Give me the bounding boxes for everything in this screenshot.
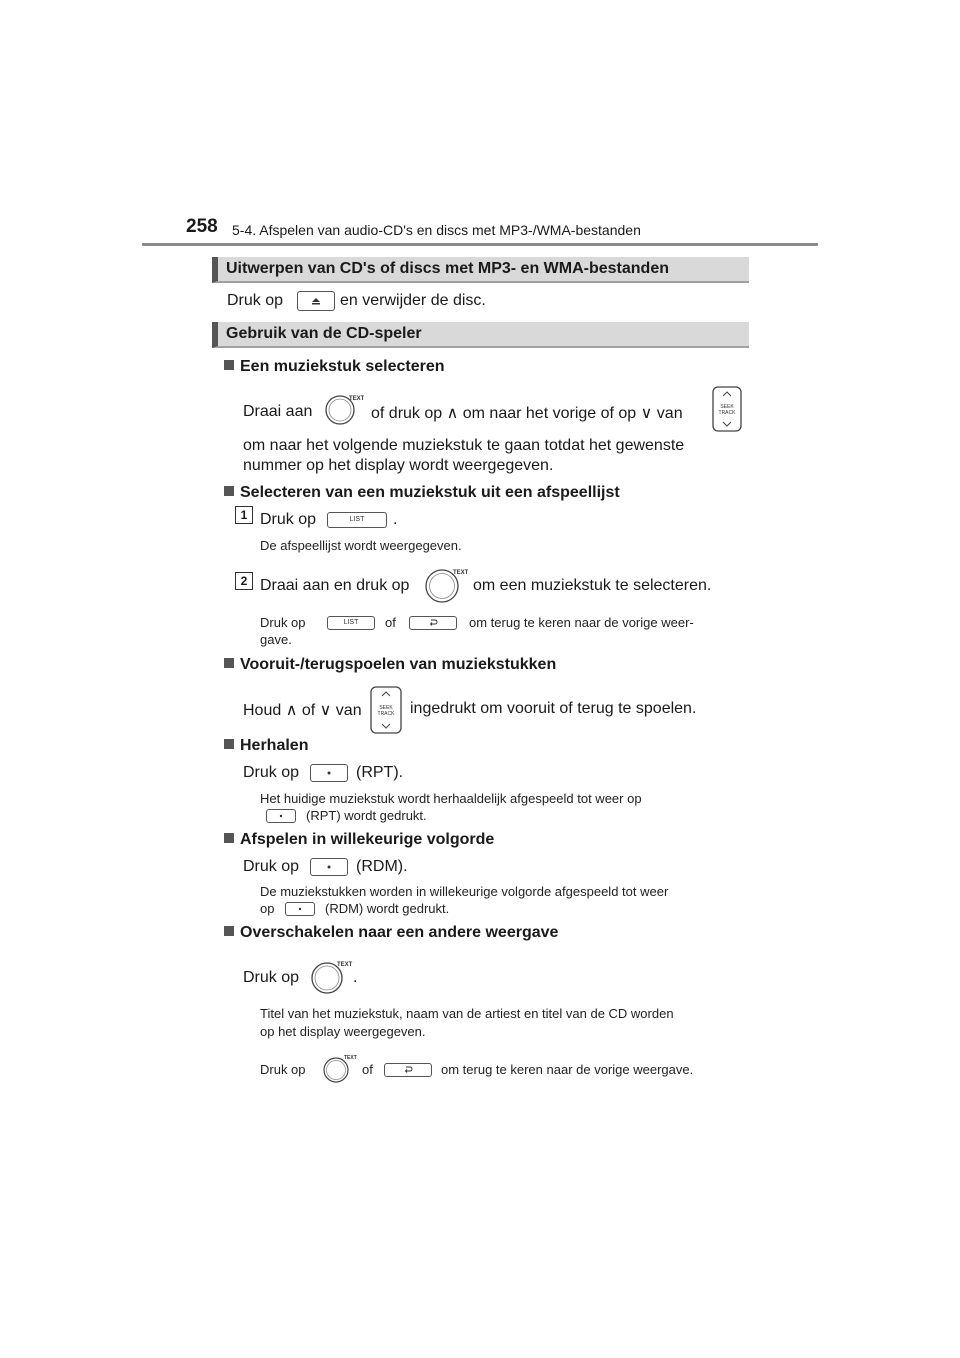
display-note3-c: om terug te keren naar de vorige weergav… bbox=[441, 1062, 694, 1077]
display-line-a: Druk op bbox=[243, 969, 300, 986]
seek-line-a: Houd ∧ of ∨ van bbox=[243, 702, 362, 719]
svg-text:TRACK: TRACK bbox=[719, 410, 737, 416]
heading-select-track-label: Een muziekstuk selecteren bbox=[240, 358, 445, 375]
heading-display: Overschakelen naar een andere weergave bbox=[224, 924, 558, 942]
svg-text:TEXT: TEXT bbox=[337, 962, 353, 968]
tune-knob-icon: TEXT bbox=[425, 569, 469, 603]
heading-random-label: Afspelen in willekeurige volgorde bbox=[240, 831, 495, 848]
playlist-step2-a: Draai aan en druk op bbox=[260, 577, 410, 594]
heading-seek-label: Vooruit-/terugspoelen van muziekstukken bbox=[240, 656, 557, 673]
random-line-a: Druk op bbox=[243, 858, 300, 875]
bullet-square-icon bbox=[224, 833, 234, 843]
list-button-icon: LIST bbox=[327, 616, 375, 630]
playlist-note-b: of bbox=[385, 615, 396, 630]
heading-seek: Vooruit-/terugspoelen van muziekstukken bbox=[224, 656, 556, 674]
preset-button-icon bbox=[266, 809, 296, 823]
playlist-note-d: gave. bbox=[260, 632, 292, 647]
display-note3-b: of bbox=[362, 1062, 373, 1077]
heading-playlist-label: Selecteren van een muziekstuk uit een af… bbox=[240, 484, 620, 501]
step-number-2: 2 bbox=[235, 572, 253, 590]
seek-track-button-icon: SEEK TRACK bbox=[370, 686, 402, 734]
header-rule bbox=[142, 243, 818, 246]
select-line1-a: Draai aan bbox=[243, 403, 313, 420]
back-button-icon bbox=[409, 616, 457, 630]
eject-text-before: Druk op bbox=[227, 292, 284, 309]
bullet-square-icon bbox=[224, 486, 234, 496]
seek-track-button-icon: SEEK TRACK bbox=[712, 386, 742, 432]
preset-button-icon bbox=[310, 858, 348, 876]
preset-button-icon bbox=[310, 764, 348, 782]
heading-playlist: Selecteren van een muziekstuk uit een af… bbox=[224, 484, 620, 502]
svg-text:TEXT: TEXT bbox=[349, 396, 364, 402]
section-title-cd-player: Gebruik van de CD-speler bbox=[212, 322, 749, 348]
tune-knob-icon: TEXT bbox=[325, 395, 364, 425]
playlist-step1-note: De afspeellijst wordt weergegeven. bbox=[260, 538, 462, 553]
bullet-square-icon bbox=[224, 739, 234, 749]
preset-button-icon bbox=[285, 902, 315, 916]
repeat-line-a: Druk op bbox=[243, 764, 300, 781]
repeat-line-b: (RPT). bbox=[356, 764, 404, 781]
random-note-c: (RDM) wordt gedrukt. bbox=[325, 901, 450, 916]
svg-text:SEEK: SEEK bbox=[379, 705, 393, 711]
playlist-note-c: om terug te keren naar de vorige weer- bbox=[469, 615, 694, 630]
svg-text:TRACK: TRACK bbox=[378, 711, 396, 717]
tune-knob-icon: TEXT bbox=[323, 1055, 357, 1083]
list-button-icon: LIST bbox=[327, 512, 387, 528]
tune-knob-icon: TEXT bbox=[311, 962, 353, 994]
random-note-b: op bbox=[260, 901, 275, 916]
display-line-b: . bbox=[353, 969, 358, 986]
eject-text-after: en verwijder de disc. bbox=[340, 292, 486, 309]
select-line2: om naar het volgende muziekstuk te gaan … bbox=[243, 437, 685, 454]
bullet-square-icon bbox=[224, 658, 234, 668]
svg-text:TEXT: TEXT bbox=[344, 1055, 357, 1061]
repeat-note-a: Het huidige muziekstuk wordt herhaaldeli… bbox=[260, 791, 642, 806]
bullet-square-icon bbox=[224, 926, 234, 936]
display-note1: Titel van het muziekstuk, naam van de ar… bbox=[260, 1006, 674, 1021]
random-line-b: (RDM). bbox=[356, 858, 408, 875]
display-note2: op het display weergegeven. bbox=[260, 1024, 426, 1039]
playlist-step1-a: Druk op bbox=[260, 511, 317, 528]
select-line3: nummer op het display wordt weergegeven. bbox=[243, 457, 554, 474]
select-line1-b: of druk op ∧ om naar het vorige of op ∨ … bbox=[371, 405, 683, 422]
svg-text:SEEK: SEEK bbox=[720, 404, 734, 410]
random-note-a: De muziekstukken worden in willekeurige … bbox=[260, 884, 669, 899]
step-number-1: 1 bbox=[235, 506, 253, 524]
playlist-step1-b: . bbox=[393, 511, 398, 528]
eject-button-icon bbox=[297, 291, 335, 311]
svg-text:TEXT: TEXT bbox=[453, 570, 469, 576]
heading-display-label: Overschakelen naar een andere weergave bbox=[240, 924, 559, 941]
heading-repeat: Herhalen bbox=[224, 737, 308, 755]
heading-random: Afspelen in willekeurige volgorde bbox=[224, 831, 494, 849]
back-button-icon bbox=[384, 1063, 432, 1077]
seek-line-b: ingedrukt om vooruit of terug te spoelen… bbox=[410, 700, 697, 717]
section-title-eject: Uitwerpen van CD's of discs met MP3- en … bbox=[212, 257, 749, 283]
playlist-step2-b: om een muziekstuk te selecteren. bbox=[473, 577, 712, 594]
bullet-square-icon bbox=[224, 360, 234, 370]
heading-repeat-label: Herhalen bbox=[240, 737, 309, 754]
playlist-note-a: Druk op bbox=[260, 615, 306, 630]
repeat-note-b: (RPT) wordt gedrukt. bbox=[306, 808, 427, 823]
page-number: 258 bbox=[186, 216, 218, 237]
running-title: 5-4. Afspelen van audio-CD's en discs me… bbox=[232, 222, 641, 238]
heading-select-track: Een muziekstuk selecteren bbox=[224, 358, 445, 376]
display-note3-a: Druk op bbox=[260, 1062, 306, 1077]
